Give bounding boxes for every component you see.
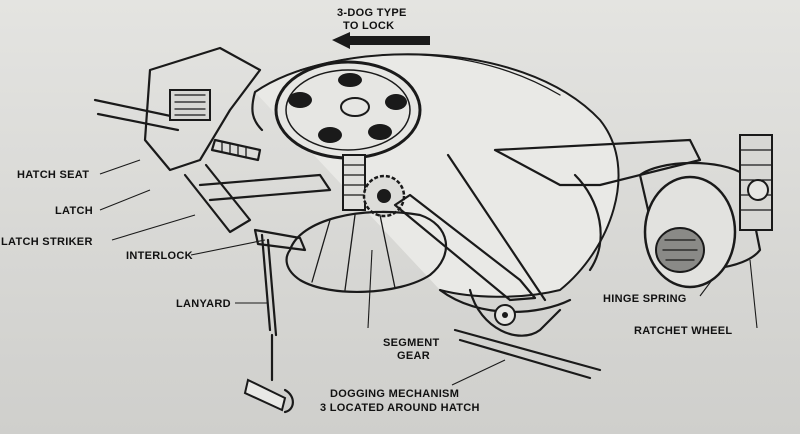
label-latch-striker: LATCH STRIKER (1, 236, 93, 248)
title-line-1: 3-DOG TYPE (337, 7, 407, 19)
label-ratchet-wheel: RATCHET WHEEL (634, 325, 732, 337)
dogging-arm (393, 153, 602, 380)
label-latch: LATCH (55, 205, 93, 217)
hand-wheel (274, 60, 422, 211)
ratchet-wheel (739, 134, 773, 231)
left-arrow-icon (332, 32, 430, 49)
label-interlock: INTERLOCK (126, 250, 193, 262)
label-segment-gear-line-1: SEGMENT (383, 337, 440, 349)
label-dogging-line-2: 3 LOCATED AROUND HATCH (320, 402, 480, 414)
label-segment-gear-line-2: GEAR (397, 350, 430, 362)
label-hinge-spring: HINGE SPRING (603, 293, 687, 305)
label-lanyard: LANYARD (176, 298, 231, 310)
label-hatch-seat: HATCH SEAT (17, 169, 89, 181)
segment-gear (362, 174, 406, 218)
hinge-spring (638, 161, 762, 289)
latch-assembly (93, 46, 332, 234)
lanyard (243, 233, 294, 414)
interlock (253, 228, 307, 252)
leader-lines (99, 159, 758, 386)
title-line-2: TO LOCK (343, 20, 394, 32)
dog-ring (285, 210, 448, 293)
label-dogging-line-1: DOGGING MECHANISM (330, 388, 459, 400)
hinge-plate (493, 138, 702, 187)
